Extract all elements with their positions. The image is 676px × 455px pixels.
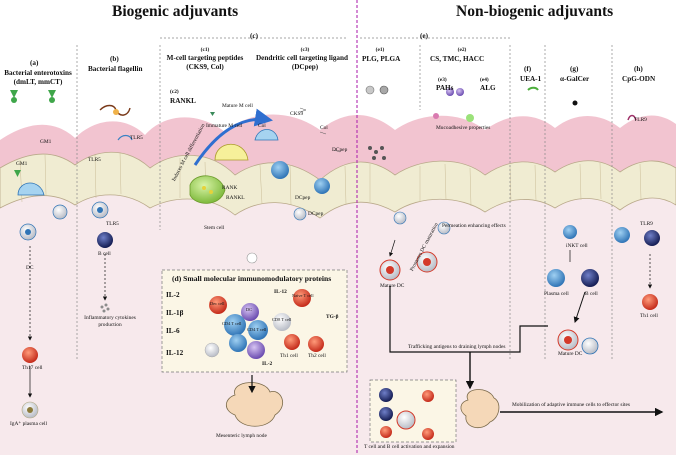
label-il12: IL-12 <box>166 349 184 357</box>
label-cks9: CKS9 <box>290 111 304 117</box>
lymph-node-e <box>460 389 500 429</box>
panel-e1-2: PLG, PLGA <box>362 55 401 63</box>
lymph-node <box>225 382 284 427</box>
panel-c-letter: (c) <box>250 32 258 40</box>
label-tlr9: TLR9 <box>640 221 653 227</box>
panel-c1-3: (CKS9, Col) <box>186 63 224 71</box>
label-mature-dc: Mature DC <box>380 283 405 289</box>
panel-e4-1: (e4) <box>480 77 489 83</box>
panel-e3-1: (e3) <box>438 77 447 83</box>
label-tlr5: TLR5 <box>130 135 143 141</box>
label-bcell: B cell <box>98 251 111 257</box>
header-biogenic: Biogenic adjuvants <box>112 3 239 20</box>
panel-a-title-1: Bacterial enterotoxins <box>4 69 72 77</box>
label-trafficking: Trafficking antigens to draining lymph n… <box>408 344 506 350</box>
label-dcpep: DCpep <box>308 211 324 217</box>
label-gm1: GM1 <box>16 161 28 167</box>
epithelium <box>0 151 676 219</box>
label-tlr9: TLR9 <box>634 117 647 123</box>
label-dc: DC <box>246 307 253 312</box>
panel-a-title-2: (dmLT, mmCT) <box>13 78 63 86</box>
panel-a-letter: (a) <box>30 59 39 67</box>
label-il2: IL-2 <box>166 291 180 299</box>
panel-b-title: Bacterial flagellin <box>88 65 143 73</box>
panel-e-letter: (e) <box>420 32 428 40</box>
label-bcell: B cell <box>585 291 598 297</box>
label-cd8: CD8 T cell <box>272 317 292 322</box>
label-cd4: CD4 T cell <box>247 327 267 332</box>
label-gm1: GM1 <box>40 139 52 145</box>
panel-c3-3: (DCpep) <box>291 63 319 71</box>
label-dcpep: DCpep <box>332 147 348 153</box>
panel-f-letter: (f) <box>524 65 532 73</box>
panel-g-label: α-GalCer <box>560 75 590 83</box>
panel-c3-2: Dendritic cell targeting ligand <box>255 54 349 62</box>
header-non-biogenic: Non-biogenic adjuvants <box>456 3 614 20</box>
label-th17: Th17 cell <box>22 365 43 371</box>
panel-g-letter: (g) <box>570 65 579 73</box>
label-plasma-cell: Plasma cell <box>544 291 569 297</box>
label-th1: Th1 cell <box>280 353 298 359</box>
label-stem-cell: Stem cell <box>204 225 225 231</box>
label-permeation: Permeation enhancing effects <box>442 223 506 229</box>
panel-c2: (c2) <box>170 89 179 95</box>
label-il12: IL-12 <box>274 289 287 295</box>
panel-e2-2: CS, TMC, HACC <box>430 55 485 63</box>
label-iga-plasma: IgA⁺ plasma cell <box>10 421 47 427</box>
label-cytokines-2: production <box>98 322 122 328</box>
label-cytokines-1: Inflammatory cytokines <box>84 315 136 321</box>
panel-c3-1: (c3) <box>300 47 310 53</box>
panel-c2-label: RANKL <box>170 97 196 105</box>
label-col: Col <box>258 123 266 129</box>
label-immature-m: Immature M cell <box>206 123 243 129</box>
label-tb-activation: T cell and B cell activation and expansi… <box>364 444 455 450</box>
label-mature-dc: Mature DC <box>558 351 583 357</box>
label-inkt: iNKT cell <box>566 243 588 249</box>
label-dec-cell: Dec cell <box>210 301 225 306</box>
label-col: Col <box>320 125 328 131</box>
panel-e2-1: (e2) <box>457 47 467 53</box>
panel-e1-1: (e1) <box>375 47 385 53</box>
label-th1: Th1 cell <box>640 313 658 319</box>
label-th2: Th2 cell <box>308 353 326 359</box>
panel-f-label: UEA-1 <box>520 75 542 83</box>
panel-e3-2: PAHs <box>436 84 454 92</box>
panel-c1-1: (c1) <box>200 47 210 53</box>
label-rankl: RANKL <box>226 195 245 201</box>
label-dcpep: DCpep <box>295 195 311 201</box>
panel-h-label: CpG-ODN <box>622 75 656 83</box>
label-tgfb: TG-β <box>326 314 339 320</box>
panel-b-letter: (b) <box>110 55 119 63</box>
label-tlr5: TLR5 <box>106 221 119 227</box>
panel-c1-2: M-cell targeting peptides <box>166 54 244 62</box>
label-rank: RANK <box>222 185 238 191</box>
panel-e4-2: ALG <box>480 84 496 92</box>
label-mobilization: Mobilization of adaptive immune cells to… <box>512 402 631 408</box>
label-dc: DC <box>26 265 34 271</box>
label-il1b: IL-1β <box>166 309 184 317</box>
label-il2: IL-2 <box>262 361 273 367</box>
label-il6: IL-6 <box>166 327 180 335</box>
panel-h-letter: (h) <box>634 65 643 73</box>
label-cd4: CD4 T cell <box>222 321 242 326</box>
panel-d-title: (d) Small molecular immunomodulatory pro… <box>172 274 332 283</box>
label-tlr5: TLR5 <box>88 157 101 163</box>
label-mucoadhesive: Mucoadhesive properties <box>436 125 491 131</box>
label-naive: Naive T cell <box>292 293 314 298</box>
label-mature-m: Mature M cell <box>222 103 253 109</box>
label-mesenteric: Mesenteric lymph node <box>216 433 267 439</box>
